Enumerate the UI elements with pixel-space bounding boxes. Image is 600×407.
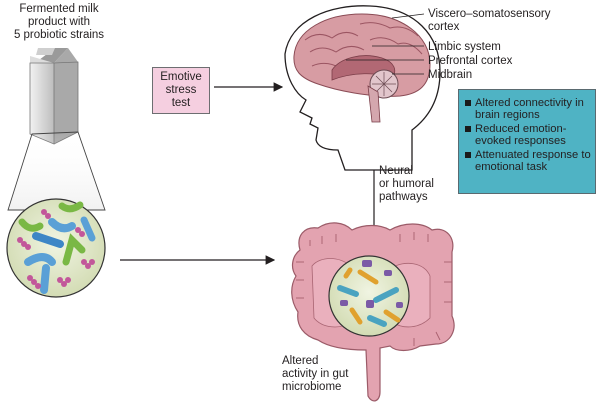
label-viscero-somatosensory-line1: Viscero–somatosensory bbox=[428, 8, 551, 20]
milk-carton-icon bbox=[29, 48, 79, 145]
microbiome-line2: activity in gut bbox=[282, 368, 349, 380]
milk-label-line2: product with bbox=[27, 16, 90, 28]
milk-label-line1: Fermented milk bbox=[19, 3, 99, 15]
bullet-square-icon bbox=[465, 125, 471, 132]
stress-test-line3: test bbox=[171, 97, 191, 109]
outcomes-box: Altered connectivity in brain regions Re… bbox=[458, 89, 596, 194]
pathways-label: Neural or humoral pathways bbox=[379, 165, 459, 204]
milk-label-line3: 5 probiotic strains bbox=[13, 29, 105, 41]
microbiome-line1: Altered bbox=[282, 355, 319, 367]
label-limbic-system: Limbic system bbox=[428, 41, 501, 53]
stress-test-line1: Emotive bbox=[160, 71, 202, 83]
bullet-square-icon bbox=[465, 151, 471, 158]
microbiome-label: Altered activity in gut microbiome bbox=[282, 355, 372, 394]
stress-test-line2: stress bbox=[165, 84, 197, 96]
outcome-item: Attenuated response to emotional task bbox=[465, 149, 591, 174]
pathways-line1: Neural bbox=[379, 165, 413, 177]
probiotic-circle bbox=[6, 198, 106, 298]
gut-microbiome-circle bbox=[328, 255, 410, 337]
emotive-stress-test-box: Emotive stress test bbox=[152, 67, 210, 114]
outcome-item: Altered connectivity in brain regions bbox=[465, 97, 591, 122]
label-viscero-somatosensory-line2: cortex bbox=[428, 21, 460, 33]
label-prefrontal-cortex: Prefrontal cortex bbox=[428, 55, 513, 67]
microbiome-line3: microbiome bbox=[282, 381, 342, 393]
pathways-line2: or humoral bbox=[379, 178, 434, 190]
outcome-item: Reduced emotion-evoked responses bbox=[465, 123, 591, 148]
bullet-square-icon bbox=[465, 100, 471, 106]
outcomes-list: Altered connectivity in brain regions Re… bbox=[465, 97, 591, 173]
milk-product-label: Fermented milk product with 5 probiotic … bbox=[4, 3, 114, 42]
pathways-line3: pathways bbox=[379, 191, 428, 203]
zoom-beam bbox=[7, 131, 106, 211]
brain-label-leaders bbox=[346, 13, 425, 75]
label-midbrain: Midbrain bbox=[428, 69, 472, 81]
head-with-brain-icon bbox=[284, 5, 441, 171]
